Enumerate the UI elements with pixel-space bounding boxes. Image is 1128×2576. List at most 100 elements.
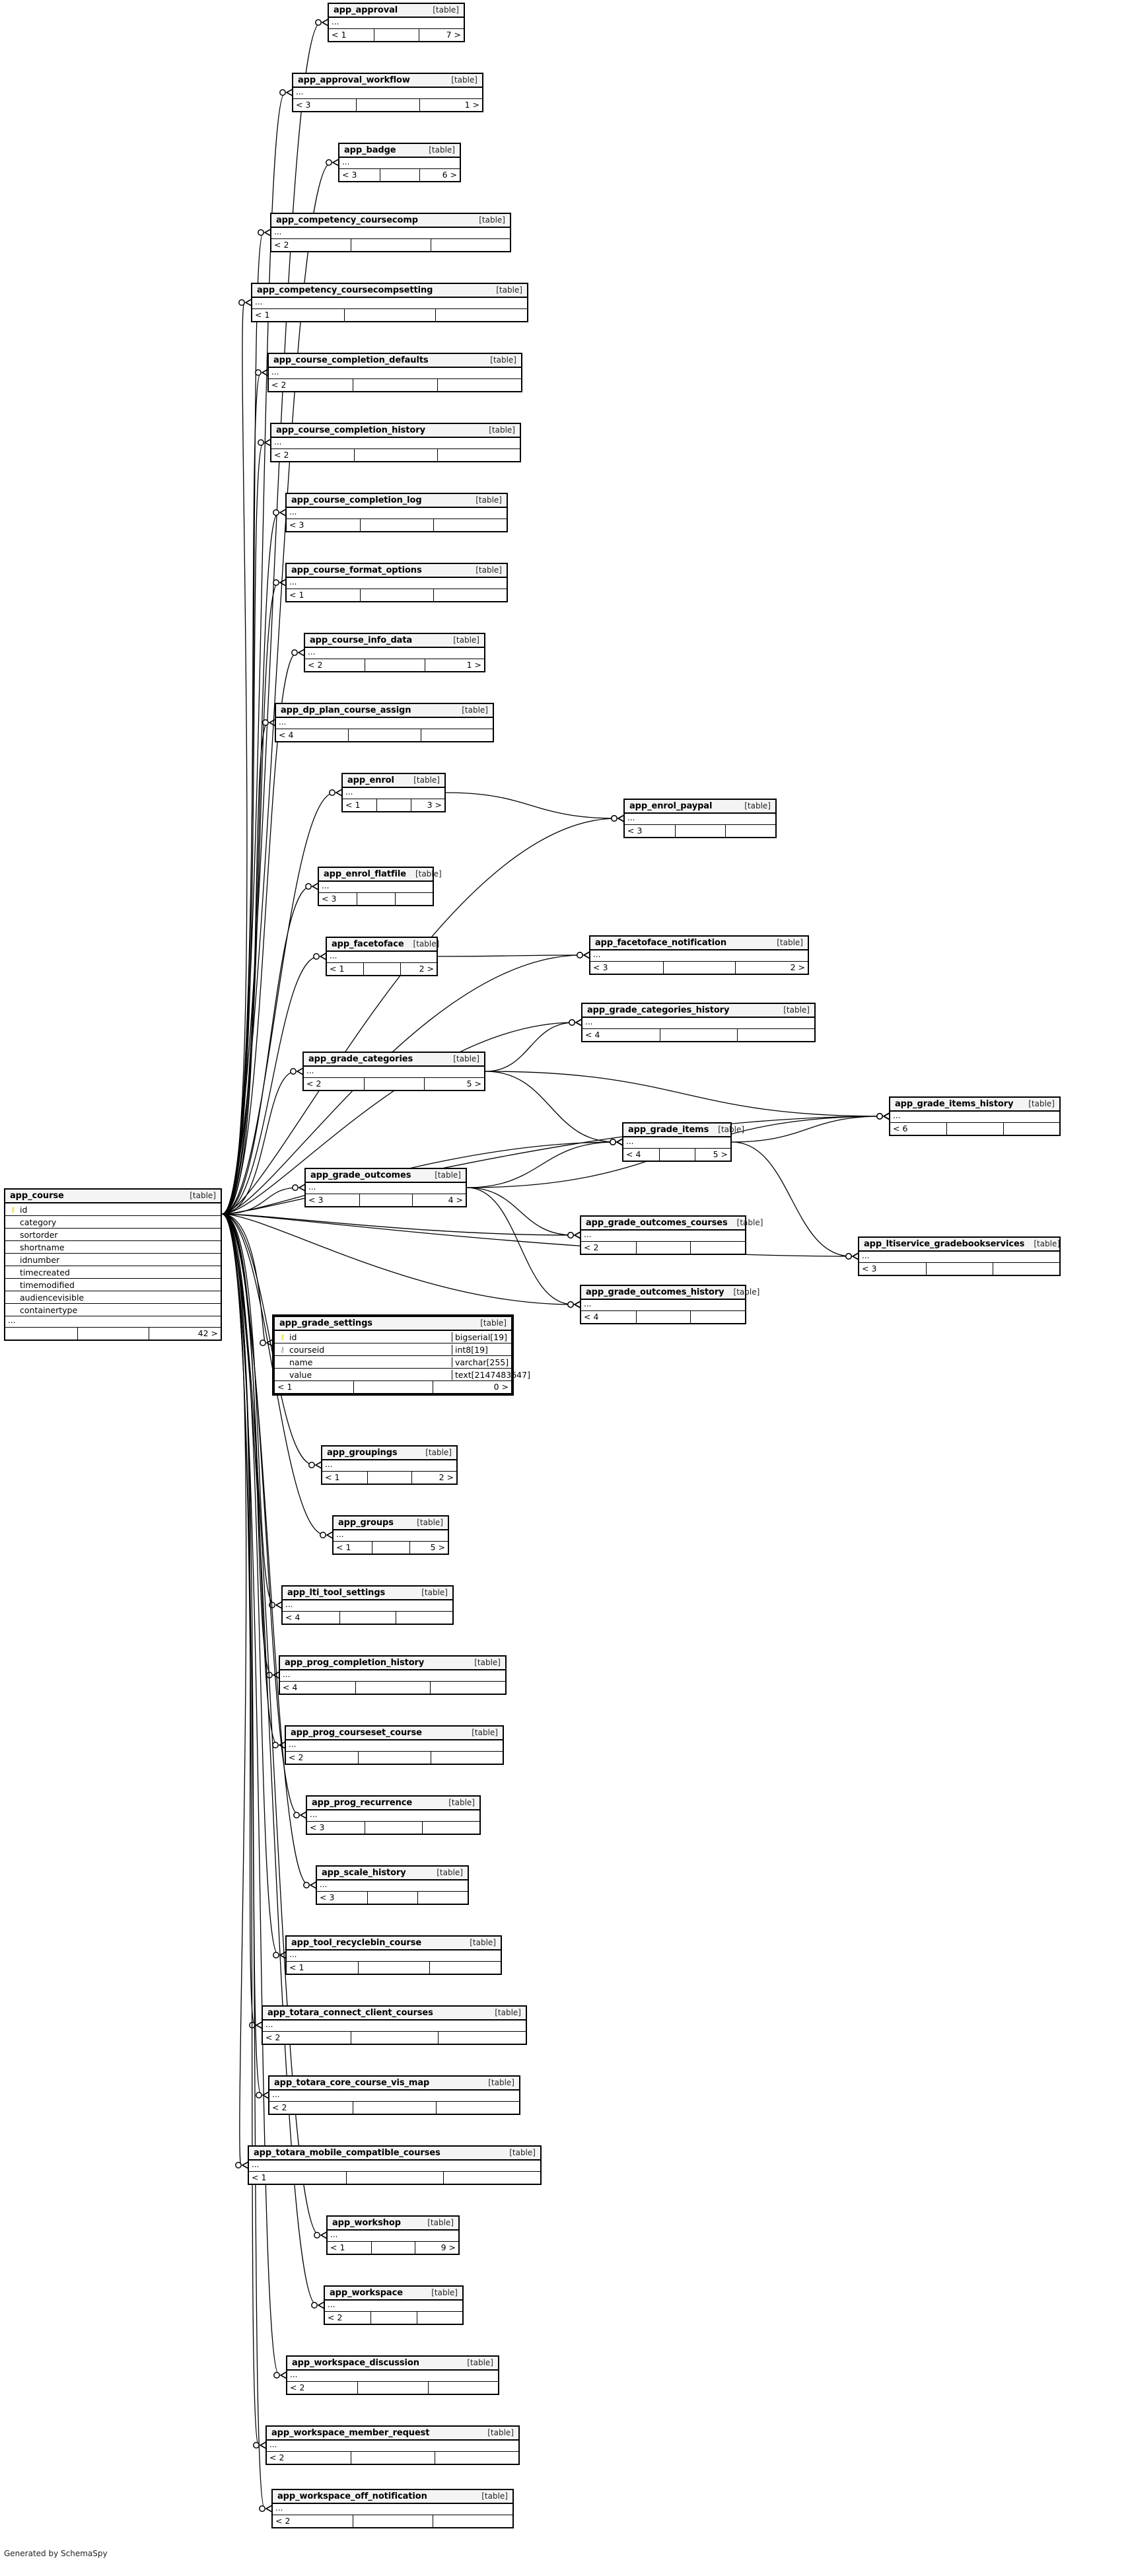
table-app-course-completion-history[interactable]: app_course_completion_history[table]...<… bbox=[270, 423, 521, 462]
table-footer: < 3 bbox=[625, 825, 775, 837]
footer-parents: < 2 bbox=[274, 450, 289, 460]
footer-middle bbox=[343, 309, 436, 321]
table-header: app_totara_core_course_vis_map[table] bbox=[269, 2077, 519, 2091]
footer-middle bbox=[358, 1752, 430, 1764]
footer-parents: < 3 bbox=[627, 826, 643, 836]
footer-middle bbox=[346, 2172, 443, 2184]
column-row: ⚷id bbox=[5, 1203, 221, 1216]
optional-cardinality-icon bbox=[273, 579, 279, 586]
footer-middle bbox=[360, 589, 433, 601]
footer-children: 9 > bbox=[415, 2242, 458, 2254]
table-app-totara-mobile-compatible-courses[interactable]: app_totara_mobile_compatible_courses[tab… bbox=[248, 2145, 542, 2185]
more-columns-ellipsis: ... bbox=[582, 1018, 814, 1029]
table-footer: < 4 bbox=[582, 1029, 814, 1041]
footer-children bbox=[430, 239, 510, 251]
more-columns-ellipsis: ... bbox=[581, 1231, 745, 1242]
table-footer: < 2 bbox=[269, 2102, 519, 2114]
table-app-prog-courseset-course[interactable]: app_prog_courseset_course[table]...< 2 bbox=[285, 1725, 504, 1765]
footer-children bbox=[430, 1682, 505, 1694]
optional-cardinality-icon bbox=[273, 509, 279, 516]
column-name-cell: ⚷courseid bbox=[275, 1345, 452, 1355]
table-app-competency-coursecomp[interactable]: app_competency_coursecomp[table]...< 2 bbox=[270, 213, 511, 252]
optional-cardinality-icon bbox=[845, 1253, 852, 1260]
column-name-cell: category bbox=[5, 1217, 221, 1227]
table-app-workspace-member-request[interactable]: app_workspace_member_request[table]...< … bbox=[265, 2425, 520, 2465]
table-tag: [table] bbox=[421, 1588, 448, 1597]
table-footer: < 4 bbox=[581, 1311, 745, 1323]
table-app-grade-outcomes-courses[interactable]: app_grade_outcomes_courses[table]...< 2 bbox=[580, 1215, 763, 1255]
table-header: app_facetoface[table] bbox=[327, 938, 439, 952]
relationship-edge bbox=[485, 1071, 616, 1143]
table-app-grade-outcomes-history[interactable]: app_grade_outcomes_history[table]...< 4 bbox=[580, 1285, 759, 1324]
footer-parents: < 4 bbox=[283, 1682, 298, 1692]
column-row: timemodified bbox=[5, 1279, 221, 1291]
table-app-course-completion-defaults[interactable]: app_course_completion_defaults[table]...… bbox=[267, 353, 522, 392]
more-columns-ellipsis: ... bbox=[286, 1740, 503, 1752]
footer-children: 3 > bbox=[410, 799, 444, 811]
table-app-enrol-paypal[interactable]: app_enrol_paypal[table]...< 3 bbox=[623, 799, 777, 838]
table-app-scale-history[interactable]: app_scale_history[table]...< 3 bbox=[316, 1865, 469, 1905]
table-header: app_totara_mobile_compatible_courses[tab… bbox=[249, 2147, 540, 2161]
table-app-workspace-off-notification[interactable]: app_workspace_off_notification[table]...… bbox=[271, 2489, 514, 2528]
relationship-edge bbox=[485, 1071, 883, 1117]
table-app-facetoface-notification[interactable]: app_facetoface_notification[table]...< 3… bbox=[589, 935, 809, 975]
table-app-lti-tool-settings[interactable]: app_lti_tool_settings[table]...< 4 bbox=[281, 1585, 454, 1625]
relationship-edge bbox=[221, 1213, 574, 1305]
table-app-enrol-flatfile[interactable]: app_enrol_flatfile[table]...< 3 bbox=[318, 867, 442, 906]
relationship-edge bbox=[221, 22, 322, 1215]
footer-children bbox=[430, 1752, 503, 1764]
schemaspy-credit: Generated by SchemaSpy bbox=[4, 2549, 108, 2558]
table-footer: < 2 bbox=[286, 1752, 503, 1764]
more-columns-ellipsis: ... bbox=[307, 1810, 479, 1822]
footer-middle bbox=[355, 1682, 431, 1694]
table-app-ltiservice-gradebookservices[interactable]: app_ltiservice_gradebookservices[table].… bbox=[858, 1236, 1061, 1276]
footer-middle bbox=[77, 1328, 149, 1340]
table-name: app_grade_categories_history bbox=[587, 1005, 730, 1015]
relationship-edge bbox=[221, 1213, 279, 1746]
table-header: app_lti_tool_settings[table] bbox=[283, 1587, 452, 1600]
table-app-prog-completion-history[interactable]: app_prog_completion_history[table]...< 4 bbox=[279, 1655, 507, 1695]
more-columns-ellipsis: ... bbox=[327, 952, 437, 963]
table-app-totara-connect-client-courses[interactable]: app_totara_connect_client_courses[table]… bbox=[262, 2005, 527, 2045]
more-columns-ellipsis: ... bbox=[293, 88, 482, 99]
table-app-totara-core-course-vis-map[interactable]: app_totara_core_course_vis_map[table]...… bbox=[268, 2075, 520, 2115]
column-name-cell: idnumber bbox=[5, 1255, 221, 1265]
table-app-workspace-discussion[interactable]: app_workspace_discussion[table]...< 2 bbox=[286, 2355, 499, 2395]
table-app-competency-coursecompsetting[interactable]: app_competency_coursecompsetting[table].… bbox=[251, 283, 528, 322]
table-app-grade-categories-history[interactable]: app_grade_categories_history[table]...< … bbox=[581, 1003, 816, 1042]
column-name-cell: containertype bbox=[5, 1305, 221, 1315]
table-app-tool-recyclebin-course[interactable]: app_tool_recyclebin_course[table]...< 1 bbox=[285, 1935, 502, 1975]
table-app-workspace[interactable]: app_workspace[table]...< 2 bbox=[324, 2285, 464, 2325]
table-app-grade-items-history[interactable]: app_grade_items_history[table]...< 6 bbox=[889, 1096, 1061, 1136]
table-name: app_workspace_discussion bbox=[292, 2357, 419, 2368]
relationship-edge bbox=[731, 1116, 883, 1143]
table-footer: < 3 bbox=[859, 1263, 1059, 1275]
table-app-course-completion-log[interactable]: app_course_completion_log[table]...< 3 bbox=[285, 493, 508, 532]
table-app-dp-plan-course-assign[interactable]: app_dp_plan_course_assign[table]...< 4 bbox=[275, 703, 494, 742]
table-app-course-format-options[interactable]: app_course_format_options[table]...< 1 bbox=[285, 563, 508, 602]
table-footer: < 2 bbox=[267, 2452, 518, 2464]
footer-parents bbox=[5, 1328, 77, 1340]
table-app-prog-recurrence[interactable]: app_prog_recurrence[table]...< 3 bbox=[306, 1795, 481, 1835]
footer-children bbox=[1003, 1123, 1059, 1135]
table-header: app_approval[table] bbox=[329, 4, 464, 18]
table-tag: [table] bbox=[417, 1518, 443, 1527]
column-label: containertype bbox=[20, 1305, 78, 1315]
relationship-edge bbox=[221, 442, 264, 1215]
footer-middle bbox=[360, 519, 433, 531]
